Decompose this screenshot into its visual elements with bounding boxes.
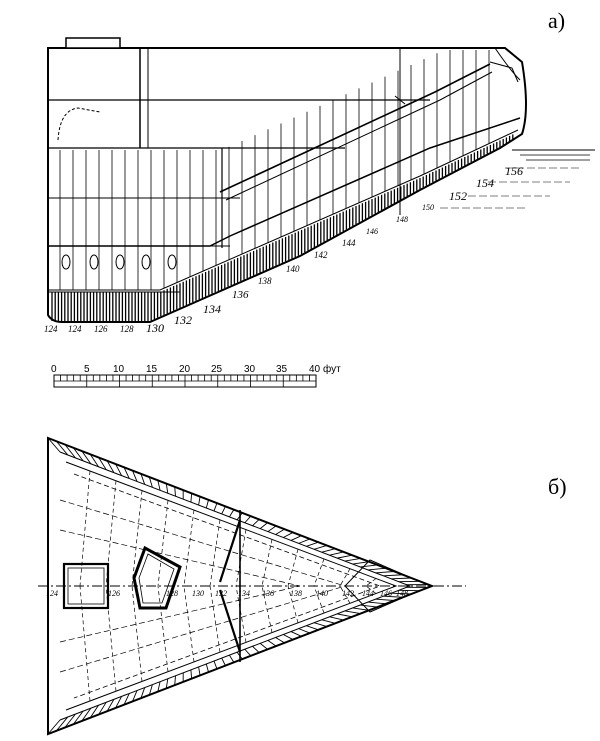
- frame-label: 124: [68, 324, 82, 334]
- frame-label: 146: [380, 589, 392, 598]
- scale-bar: [53, 374, 317, 388]
- frame-label: 136: [232, 289, 249, 301]
- frame-label: 134: [203, 302, 221, 316]
- scale-tick-label: 0: [51, 364, 57, 375]
- scale-labels: 0 5 10 15 20 25 30 35 40 фут: [51, 363, 341, 375]
- frame-label: 124: [46, 589, 58, 598]
- scale-tick-label: 35: [276, 364, 288, 375]
- scale-tick-label: 40: [309, 364, 321, 375]
- frame-label: 132: [174, 313, 192, 327]
- frame-label: 140: [316, 589, 328, 598]
- frame-label: 142: [314, 250, 328, 260]
- scale-tick-label: 30: [244, 364, 256, 375]
- scale-tick-label: 5: [84, 364, 90, 375]
- frame-label: 150: [422, 203, 434, 212]
- frame-label: 128: [166, 589, 178, 598]
- scale-unit: фут: [323, 363, 341, 375]
- frame-label: 134: [238, 589, 250, 598]
- panel-b-frame-labels: 124 126 128 130 132 134 136 138 140 142 …: [46, 589, 408, 598]
- frame-label: 138: [290, 589, 302, 598]
- frame-label: 142: [342, 589, 354, 598]
- scale-tick-label: 10: [113, 364, 125, 375]
- scale-tick-label: 25: [211, 364, 223, 375]
- frame-label: 124: [44, 324, 58, 334]
- frame-label: 144: [362, 589, 374, 598]
- frame-label: 152: [449, 189, 467, 203]
- frame-label: 156: [505, 164, 523, 178]
- frame-label: 138: [258, 276, 272, 286]
- panel-b-plan-view: [38, 436, 466, 736]
- scale-tick-label: 15: [146, 364, 158, 375]
- panel-a-side-profile: [47, 37, 595, 323]
- frame-label: 132: [215, 589, 227, 598]
- frame-label: 140: [286, 264, 300, 274]
- frame-label: 130: [146, 321, 164, 335]
- hull-bottom-hatching: [51, 134, 514, 321]
- frame-label: 148: [396, 589, 408, 598]
- frame-label: 126: [108, 589, 120, 598]
- panel-b-label: б): [548, 474, 567, 499]
- panel-a-label: а): [548, 8, 565, 33]
- frame-label: 144: [342, 238, 356, 248]
- scale-tick-label: 20: [179, 364, 191, 375]
- frame-label: 154: [476, 176, 494, 190]
- frame-label: 130: [192, 589, 204, 598]
- frame-label: 136: [262, 589, 274, 598]
- frame-label: 128: [120, 324, 134, 334]
- frame-label: 126: [94, 324, 108, 334]
- panel-a-frame-labels: 130 132 134 136 138 140 142 144 146 148 …: [44, 164, 523, 335]
- frame-label: 146: [366, 227, 378, 236]
- frame-label: 148: [396, 215, 408, 224]
